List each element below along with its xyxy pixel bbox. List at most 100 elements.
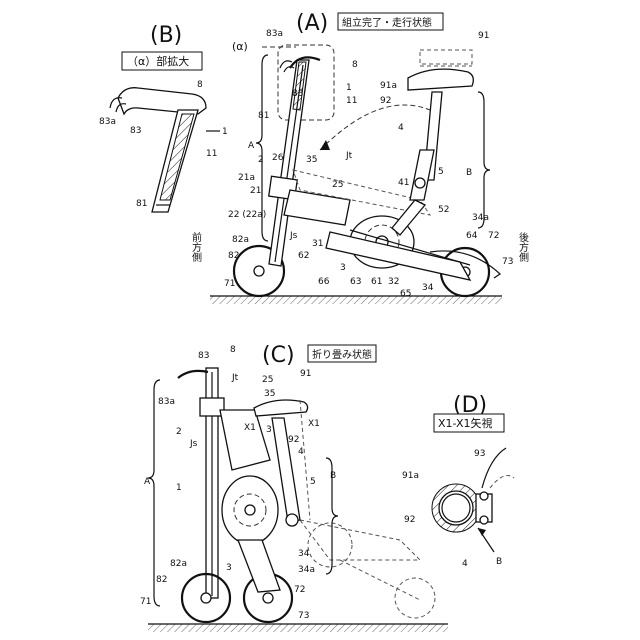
panel-a-letter: (A)	[296, 11, 328, 36]
lbl-a-22: 22 (22a)	[228, 210, 266, 220]
lbl-a-25: 25	[332, 180, 343, 190]
lbl-c-2: 2	[176, 427, 182, 437]
lbl-a-31: 31	[312, 239, 323, 249]
lbl-a-92: 92	[380, 96, 391, 106]
panel-a: (A) 組立完了・走行状態 (α)	[190, 11, 529, 304]
lbl-a-2: 2	[258, 155, 264, 165]
lbl-d-92: 92	[404, 515, 415, 525]
bracket-b-a	[478, 92, 490, 228]
lbl-d-93: 93	[474, 449, 485, 459]
lbl-c-X1a: X1	[244, 423, 256, 433]
lbl-a-34: 34	[422, 283, 434, 293]
lbl-c-82: 82	[156, 575, 167, 585]
panel-d-caption: X1-X1矢視	[438, 416, 493, 430]
panel-c-caption: 折り畳み状態	[312, 348, 372, 361]
ground-c	[148, 624, 448, 632]
lbl-a-91a: 91a	[380, 81, 397, 91]
lbl-b-11: 11	[206, 149, 217, 159]
lbl-a-62: 62	[298, 251, 309, 261]
lbl-a-72: 72	[488, 231, 499, 241]
lbl-b-83: 83	[130, 126, 141, 136]
lbl-a-8: 8	[352, 60, 358, 70]
lbl-b-8: 8	[197, 80, 203, 90]
lbl-a-83a: 83a	[266, 29, 283, 39]
lbl-a-52: 52	[438, 205, 449, 215]
lbl-b-81: 81	[136, 199, 147, 209]
lbl-a-1: 1	[346, 83, 352, 93]
lbl-c-82a: 82a	[170, 559, 187, 569]
lbl-a-82a: 82a	[232, 235, 249, 245]
main-frame-a	[284, 190, 350, 225]
panel-c: (C) 折り畳み状態 8 3	[140, 343, 448, 632]
lbl-a-5: 5	[438, 167, 444, 177]
seat-ghost-a	[420, 50, 472, 64]
lbl-c-8: 8	[230, 345, 236, 355]
lbl-a-83: 83	[292, 89, 303, 99]
lbl-a-61: 61	[371, 277, 382, 287]
lever-d	[482, 448, 506, 488]
lbl-a-81: 81	[258, 111, 269, 121]
lbl-a-11: 11	[346, 96, 357, 106]
lbl-a-73: 73	[502, 257, 513, 267]
lbl-b-83a: 83a	[99, 117, 116, 127]
lbl-a-63: 63	[350, 277, 361, 287]
lbl-a-71: 71	[224, 279, 235, 289]
lbl-c-91: 91	[300, 369, 311, 379]
main-frame-c	[220, 410, 270, 470]
lbl-a-21: 21	[250, 186, 261, 196]
lbl-a-66: 66	[318, 277, 330, 287]
panel-d: (D) X1-X1矢視 93 91a 92 4 B	[402, 393, 514, 569]
lbl-a-35: 35	[306, 155, 317, 165]
lbl-c-83a: 83a	[158, 397, 175, 407]
handle-grip-a	[280, 61, 294, 72]
seat-clamp-a	[415, 178, 425, 188]
lbl-c-92: 92	[288, 435, 299, 445]
lbl-a-Js: Js	[289, 231, 298, 241]
lbl-a-21a: 21a	[238, 173, 255, 183]
lbl-c-71: 71	[140, 597, 151, 607]
lbl-c-3: 3	[226, 563, 232, 573]
swing-arm-c	[238, 540, 280, 592]
lbl-c-4: 4	[298, 447, 304, 457]
lbl-a-A: A	[248, 141, 255, 151]
seat-tube-inner-d	[439, 491, 473, 525]
bracket-a-c	[148, 380, 160, 606]
lbl-d-91a: 91a	[402, 471, 419, 481]
panel-a-caption: 組立完了・走行状態	[342, 16, 432, 29]
lbl-c-A: A	[144, 477, 151, 487]
handlebar-c	[178, 371, 208, 378]
lbl-a-64: 64	[466, 231, 478, 241]
panel-c-letter: (C)	[262, 343, 295, 368]
front-wheel-hub-c	[201, 593, 211, 603]
lbl-a-4: 4	[398, 123, 404, 133]
alpha-label-a: (α)	[232, 40, 248, 53]
front-wheel-hub-a	[254, 266, 264, 276]
lbl-a-32: 32	[388, 277, 399, 287]
panel-b-letter: (B)	[150, 23, 182, 48]
lbl-c-34a: 34a	[298, 565, 315, 575]
seat-clamp-c	[286, 514, 298, 526]
lbl-a-34a: 34a	[472, 213, 489, 223]
panel-b-caption: （α）部拡大	[127, 54, 189, 68]
seat-a	[408, 69, 473, 90]
panel-b: (B) （α）部拡大 8 83a 83 1 11 81	[99, 23, 228, 212]
lbl-c-Js: Js	[189, 439, 198, 449]
lbl-a-Jt: Jt	[345, 151, 353, 161]
lbl-c-5: 5	[310, 477, 316, 487]
rear-side-label: 後方側	[517, 231, 529, 262]
lbl-c-25: 25	[262, 375, 273, 385]
lbl-d-B: B	[496, 557, 502, 567]
lbl-c-1: 1	[176, 483, 182, 493]
lbl-d-4: 4	[462, 559, 468, 569]
lbl-b-1: 1	[222, 127, 228, 137]
lbl-c-X1b: X1	[308, 419, 320, 429]
lbl-c-34: 34	[298, 549, 310, 559]
lbl-a-91: 91	[478, 31, 489, 41]
lbl-c-B: B	[330, 471, 336, 481]
lbl-c-73: 73	[298, 611, 309, 621]
seat-c	[254, 400, 308, 416]
lbl-c-35: 35	[264, 389, 275, 399]
ghost-frame-c	[300, 520, 420, 560]
lbl-a-41: 41	[398, 178, 409, 188]
